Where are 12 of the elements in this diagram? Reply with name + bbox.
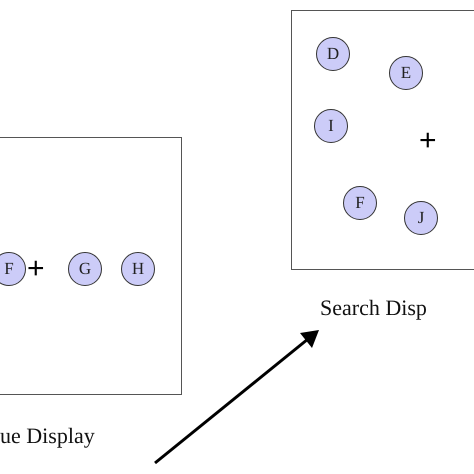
letter-circle: H [121, 252, 155, 286]
letter-circle: D [316, 37, 350, 71]
letter-circle: F [0, 252, 26, 286]
letter-circle: F [343, 186, 377, 220]
letter-circle: E [389, 56, 423, 90]
letter-circle: I [314, 109, 348, 143]
letter-circle: J [404, 201, 438, 235]
fixation-cross: + [27, 254, 45, 284]
display-heading: Search Disp [320, 297, 427, 319]
fixation-cross: + [419, 126, 437, 156]
letter-circle: G [68, 252, 102, 286]
display-heading: ue Display [0, 425, 95, 447]
